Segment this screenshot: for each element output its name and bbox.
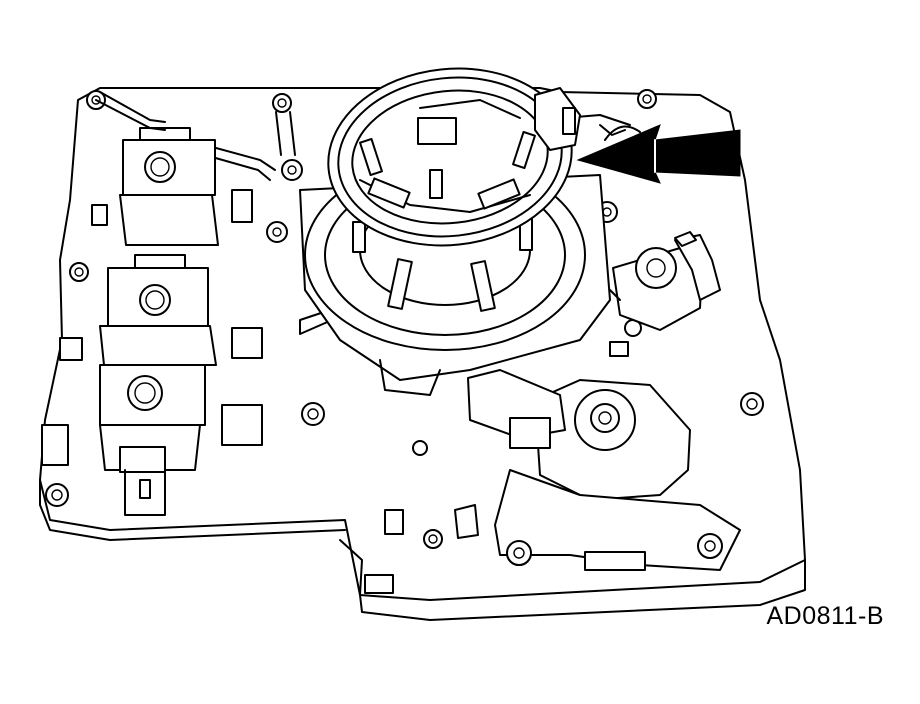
- misc-features: [364, 231, 697, 594]
- pressure-sensor: [609, 234, 721, 331]
- solenoid-upper: [91, 127, 253, 246]
- solenoid-middle: [59, 254, 263, 366]
- shift-solenoid: [494, 379, 741, 571]
- actuator-connector: [467, 369, 566, 449]
- figure-reference-code: AD0811-B: [766, 602, 884, 630]
- indicator-arrow: [576, 124, 741, 184]
- seal-ring: [327, 67, 573, 247]
- solenoid-lower: [41, 364, 263, 516]
- seal-connector: [534, 87, 581, 151]
